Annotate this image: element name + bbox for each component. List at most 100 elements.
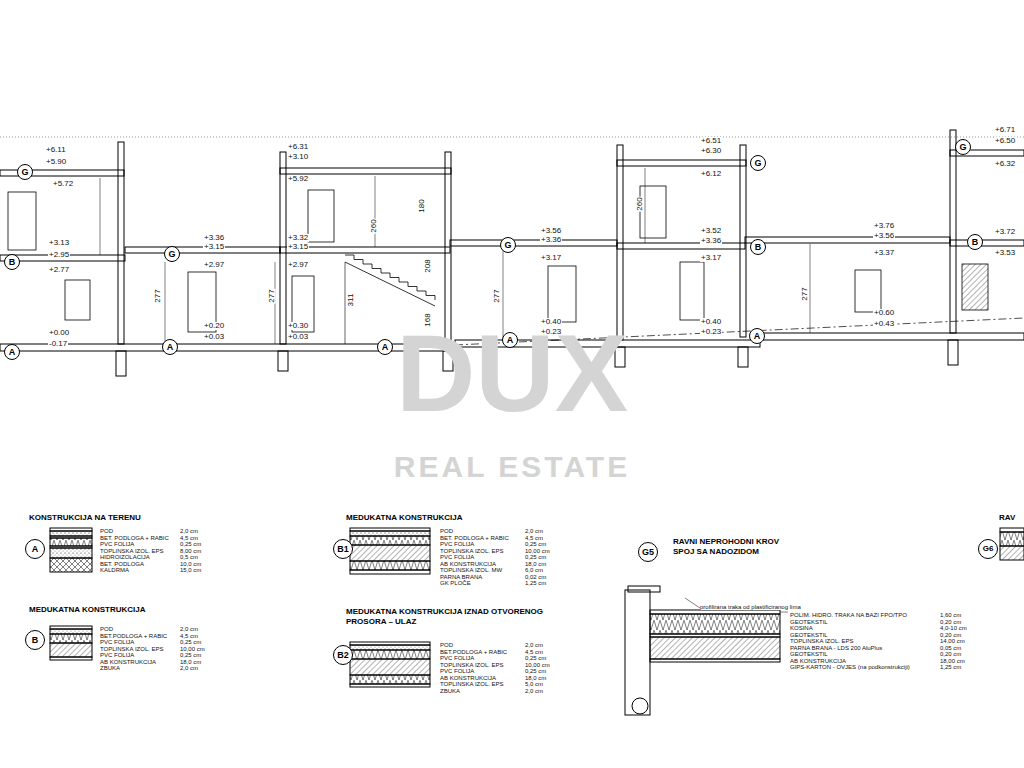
elevation-label: +3.37 <box>873 249 895 257</box>
layer-name: GEOTEKSTIL <box>790 619 828 625</box>
layer-thickness: 10,0 cm <box>180 561 201 567</box>
layer-name: TOPLINSKA IZOL. EPS <box>100 548 164 554</box>
layer-thickness: 18,0 cm <box>525 675 546 681</box>
layer-name: PVC FOLIJA <box>100 652 134 658</box>
layer-thickness: 0,25 cm <box>525 668 546 674</box>
layer-name: GIPS-KARTON - OVJES (na podkonstrukciji) <box>790 664 910 670</box>
elevation-label: +3.56 <box>873 232 895 240</box>
layer-name: PVC FOLIJA <box>100 639 134 645</box>
watermark: DUX <box>396 318 628 428</box>
section-marker: G <box>750 155 766 171</box>
elevation-label: +6.32 <box>994 160 1016 168</box>
layer-thickness: 5,0 cm <box>525 681 543 687</box>
detail-heading: RAV <box>999 513 1015 523</box>
watermark: REAL ESTATE <box>394 452 630 482</box>
layer-thickness: 4,0-10 cm <box>940 625 967 631</box>
elevation-label: -0.17 <box>48 340 68 348</box>
section-marker: G <box>164 246 180 262</box>
elevation-label: +0.43 <box>873 320 895 328</box>
dimension-label: 277 <box>493 288 501 303</box>
layer-thickness: 10,00 cm <box>525 548 550 554</box>
section-marker: B <box>967 234 983 250</box>
detail-marker: G5RAVNI NEPROHODNI KROV SPOJ SA NADOZIDO… <box>638 542 658 562</box>
elevation-label: +5.72 <box>52 180 74 188</box>
elevation-label: +0.23 <box>700 328 722 336</box>
layer-name: PVC FOLIJA <box>440 554 474 560</box>
layer-thickness: 10,00 cm <box>525 662 550 668</box>
dimension-label: 260 <box>370 218 378 233</box>
layer-thickness: 4,5 cm <box>180 633 198 639</box>
layer-name: BET. PODLOGA + RABIC <box>440 535 509 541</box>
elevation-label: +3.53 <box>994 249 1016 257</box>
layer-name: TOPLINSKA IZOL. EPS <box>440 662 504 668</box>
elevation-label: +6.51 <box>700 137 722 145</box>
section-marker: A <box>377 339 393 355</box>
layer-thickness: 0,25 cm <box>525 655 546 661</box>
marker-letter: B <box>972 238 979 247</box>
marker-letter: G <box>21 168 28 177</box>
elevation-label: +3.76 <box>873 222 895 230</box>
elevation-label: +2.97 <box>203 261 225 269</box>
dimension-label: 180 <box>418 198 426 213</box>
layer-name: PVC FOLIJA <box>440 541 474 547</box>
layer-thickness: 1,25 cm <box>940 664 961 670</box>
elevation-label: +3.52 <box>700 227 722 235</box>
layer-thickness: 8,00 cm <box>180 548 201 554</box>
layer-name: GEOTEKSTIL <box>790 651 828 657</box>
marker-letter: A <box>167 343 174 352</box>
elevation-label: +6.11 <box>45 146 67 154</box>
elevation-label: +0.03 <box>203 333 225 341</box>
marker-letter: B1 <box>337 545 349 554</box>
layer-name: POD <box>440 642 453 648</box>
layer-thickness: 0,20 cm <box>940 651 961 657</box>
detail-heading: MEDUKATNA KONSTRUKCIJA IZNAD OTVORENOG P… <box>346 607 551 627</box>
elevation-label: +0.20 <box>203 322 225 330</box>
layer-name: GK PLOČE <box>440 580 471 586</box>
layer-thickness: 14,00 cm <box>940 638 965 644</box>
marker-letter: G5 <box>642 548 654 557</box>
marker-letter: B <box>755 243 762 252</box>
layer-thickness: 1,25 cm <box>525 580 546 586</box>
detail-marker: B2MEDUKATNA KONSTRUKCIJA IZNAD OTVORENOG… <box>333 645 353 665</box>
layer-thickness: 2,0 cm <box>525 528 543 534</box>
layer-thickness: 0,25 cm <box>180 639 201 645</box>
layer-name: GEOTEKSTIL <box>790 632 828 638</box>
elevation-label: +0.03 <box>287 333 309 341</box>
section-marker: G <box>955 139 971 155</box>
elevation-label: +3.36 <box>203 234 225 242</box>
elevation-label: +3.15 <box>203 243 225 251</box>
elevation-label: +3.13 <box>48 239 70 247</box>
elevation-label: +6.31 <box>287 143 309 151</box>
marker-letter: A <box>754 332 761 341</box>
dimension-label: 277 <box>268 288 276 303</box>
section-marker: A <box>162 339 178 355</box>
dimension-label: 277 <box>801 286 809 301</box>
marker-letter: G <box>959 143 966 152</box>
layer-thickness: 18,0 cm <box>180 659 201 665</box>
section-marker: B <box>4 254 20 270</box>
marker-letter: B <box>9 258 16 267</box>
layer-name: KOSINA <box>790 625 813 631</box>
detail-marker: B1MEDUKATNA KONSTRUKCIJA <box>333 539 353 559</box>
section-marker: G <box>500 237 516 253</box>
elevation-label: +3.72 <box>994 228 1016 236</box>
layer-name: BET. PODLOGA + RABIC <box>100 535 169 541</box>
layer-name: PVC FOLIJA <box>440 655 474 661</box>
layer-name: PARNA BRANA - LDS 200 AluPlus <box>790 645 882 651</box>
layer-thickness: 0,25 cm <box>180 652 201 658</box>
layer-thickness: 2,0 cm <box>180 626 198 632</box>
section-marker: A <box>4 344 20 360</box>
detail-heading: RAVNI NEPROHODNI KROV SPOJ SA NADOZIDOM <box>673 537 798 557</box>
elevation-label: +6.30 <box>700 147 722 155</box>
layer-name: POLIM. HIDRO. TRAKA NA BAZI FPO/TPO <box>790 612 907 618</box>
elevation-label: +3.36 <box>540 236 562 244</box>
layer-name: AB KONSTRUKCIJA <box>100 659 156 665</box>
detail-heading: MEDUKATNA KONSTRUKCIJA <box>29 605 145 615</box>
layer-name: TOPLINSKA IZOL. EPS <box>100 646 164 652</box>
layer-thickness: 6,0 cm <box>525 567 543 573</box>
detail-note: profilirana traka od plastificiranog lim… <box>700 604 801 610</box>
layer-name: HIDROIZOLACIJA <box>100 554 150 560</box>
layer-thickness: 1,60 cm <box>940 612 961 618</box>
marker-letter: B2 <box>337 651 349 660</box>
